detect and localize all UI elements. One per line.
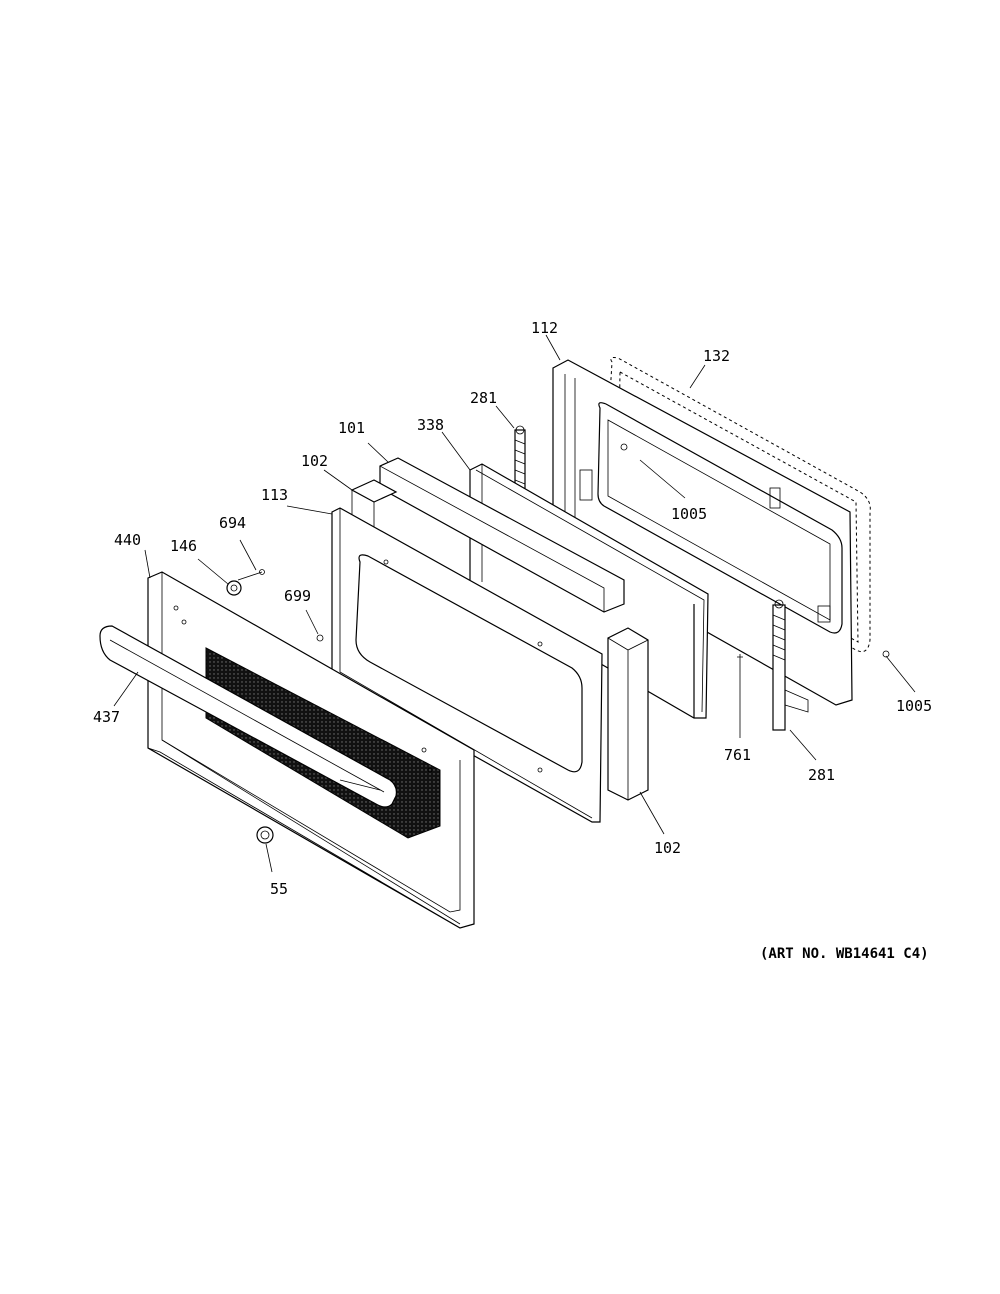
screw-1005-right — [882, 650, 890, 658]
callout-112: 112 — [531, 319, 558, 337]
door-handle — [99, 625, 397, 808]
callout-102-bottom: 102 — [654, 839, 681, 857]
callout-102-top: 102 — [301, 452, 328, 470]
callout-55: 55 — [270, 880, 288, 898]
callout-437: 437 — [93, 708, 120, 726]
callout-761: 761 — [724, 746, 751, 764]
callout-101: 101 — [338, 419, 365, 437]
callout-1005-top: 1005 — [671, 505, 707, 523]
callout-338: 338 — [417, 416, 444, 434]
callout-132: 132 — [703, 347, 730, 365]
callout-694: 694 — [219, 514, 246, 532]
callout-113: 113 — [261, 486, 288, 504]
emblem-55 — [256, 826, 274, 844]
callout-146: 146 — [170, 537, 197, 555]
callout-440: 440 — [114, 531, 141, 549]
badge-146 — [226, 580, 242, 596]
callout-1005-right: 1005 — [896, 697, 932, 715]
leader-lines — [113, 334, 916, 873]
callout-281-top: 281 — [470, 389, 497, 407]
art-number: (ART NO. WB14641 C4) — [760, 946, 929, 962]
insulation-102-block — [607, 627, 649, 801]
callout-699: 699 — [284, 587, 311, 605]
screw-761 — [737, 654, 743, 672]
screw-694 — [237, 569, 265, 581]
door-gasket — [603, 357, 871, 653]
callout-281-bottom: 281 — [808, 766, 835, 784]
hinge-right — [772, 599, 809, 731]
clip-699 — [316, 634, 324, 642]
